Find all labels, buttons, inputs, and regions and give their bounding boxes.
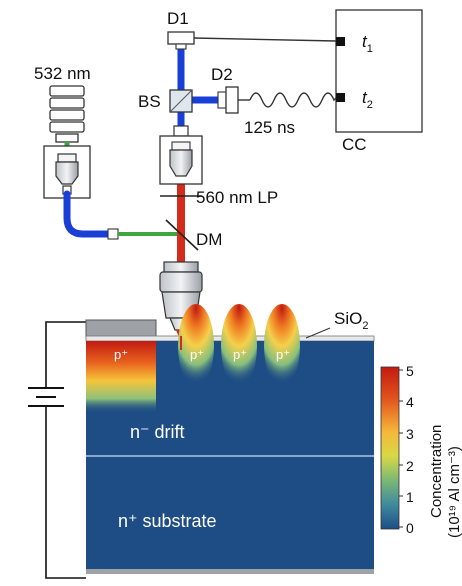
- longpass-filter-label: 560 nm LP: [196, 188, 278, 207]
- p-plus-implant-label-3: p⁺: [276, 347, 290, 362]
- d1-signal-wire: [193, 37, 337, 42]
- colorbar-ticks: [399, 369, 403, 528]
- detector-d2: [217, 86, 239, 114]
- correlator-box: [335, 9, 423, 133]
- colorbar-unit: (10¹⁹ Al cm⁻³): [446, 446, 462, 538]
- oxide-label: SiO2: [334, 309, 368, 332]
- colorbar-tick-2: 2: [406, 458, 414, 474]
- dichroic-mirror: [165, 219, 199, 251]
- colorbar-tick-0: 0: [406, 520, 414, 536]
- bias-circuit: [28, 321, 86, 579]
- colorbar-tick-3: 3: [406, 426, 414, 442]
- dichroic-mirror-label: DM: [196, 230, 222, 249]
- correlator-input-1-label: t1: [362, 32, 373, 55]
- colorbar-tick-5: 5: [406, 363, 414, 379]
- fiber-coupler: [43, 145, 91, 199]
- p-plus-implant-label-1: p⁺: [190, 347, 204, 362]
- p-plus-contact-region: [86, 341, 156, 413]
- colorbar-tick-4: 4: [406, 394, 414, 410]
- laser-wavelength-label: 532 nm: [34, 64, 91, 83]
- p-plus-implant-label-2: p⁺: [233, 347, 247, 362]
- colorbar-gradient: [380, 366, 400, 530]
- blue-fiber: [63, 190, 116, 238]
- p-plus-contact-label: p⁺: [114, 347, 128, 362]
- delay-line-coil: [249, 92, 337, 108]
- detector-d2-label: D2: [211, 65, 233, 84]
- detector-d1: [167, 31, 195, 50]
- fiber-collimator: [107, 228, 119, 240]
- detector-d1-label: D1: [167, 9, 189, 28]
- substrate-layer-label: n⁺ substrate: [118, 511, 217, 531]
- correlator-input-2-label: t2: [362, 88, 373, 111]
- collection-optics: [159, 125, 203, 185]
- p-plus-implant-3: [264, 304, 300, 388]
- p-plus-implant-2: [221, 304, 257, 388]
- metal-contact: [85, 319, 157, 339]
- colorbar-tick-1: 1: [406, 489, 414, 505]
- delay-label: 125 ns: [244, 118, 295, 137]
- laser-source: [49, 85, 85, 143]
- bottom-contact: [86, 569, 374, 574]
- beam-splitter: [169, 89, 193, 113]
- p-plus-implant-1: [178, 304, 214, 388]
- drift-layer-label: n⁻ drift: [130, 422, 185, 442]
- oxide-pointer: [305, 327, 331, 339]
- beam-splitter-label: BS: [138, 92, 161, 111]
- colorbar-title: Concentration: [428, 425, 445, 518]
- correlator-label: CC: [342, 135, 367, 154]
